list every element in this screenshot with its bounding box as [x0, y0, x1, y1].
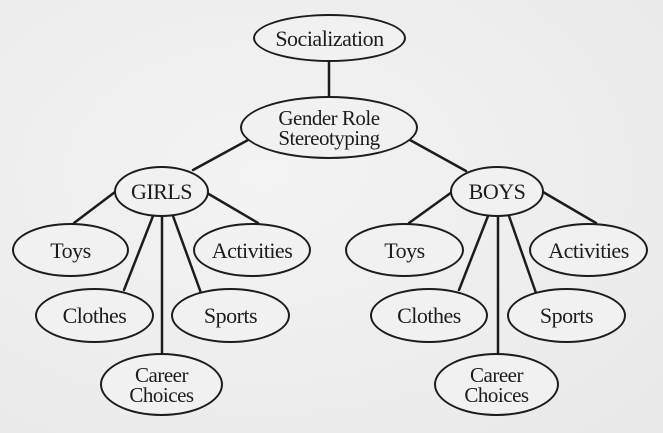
node-socialization: Socialization	[253, 14, 406, 62]
edge-girls-toys	[72, 190, 117, 225]
edge-gender-role-girls	[191, 138, 250, 172]
node-boys: BOYS	[450, 166, 544, 217]
node-label: Activities	[548, 237, 629, 263]
node-label: Toys	[50, 237, 91, 263]
node-label: Gender Role Stereotyping	[278, 105, 380, 150]
node-boys-activities: Activities	[529, 223, 648, 277]
node-label: GIRLS	[130, 179, 193, 204]
node-girls-toys: Toys	[12, 223, 129, 277]
edge-girls-sports	[171, 214, 203, 295]
edge-gender-role-boys	[408, 138, 468, 173]
edge-boys-sports	[507, 214, 538, 295]
node-boys-sports: Sports	[507, 288, 626, 343]
node-gender-role-stereotyping: Gender Role Stereotyping	[240, 96, 418, 159]
edge-boys-clothes	[457, 214, 490, 292]
node-label: Clothes	[397, 303, 461, 328]
edge-girls-clothes	[122, 214, 155, 292]
node-label: Sports	[539, 303, 594, 328]
edge-girls-activities	[205, 191, 260, 225]
node-label: Clothes	[62, 303, 127, 328]
edge-boys-activities	[541, 190, 598, 225]
node-label: BOYS	[468, 179, 526, 204]
node-label: Socialization	[275, 25, 384, 51]
node-label: Toys	[384, 237, 425, 263]
node-boys-career-choices: Career Choices	[434, 353, 559, 416]
node-boys-toys: Toys	[345, 223, 464, 277]
node-boys-clothes: Clothes	[370, 288, 488, 343]
node-label: Activities	[211, 237, 293, 263]
node-label: Career Choices	[129, 362, 194, 407]
node-girls-clothes: Clothes	[35, 288, 154, 343]
node-girls: GIRLS	[114, 166, 209, 217]
node-label: Sports	[203, 303, 258, 328]
node-girls-sports: Sports	[171, 288, 290, 343]
node-label: Career Choices	[464, 362, 529, 407]
edge-boys-toys	[407, 190, 454, 225]
node-girls-activities: Activities	[193, 223, 311, 277]
node-girls-career-choices: Career Choices	[100, 353, 223, 416]
